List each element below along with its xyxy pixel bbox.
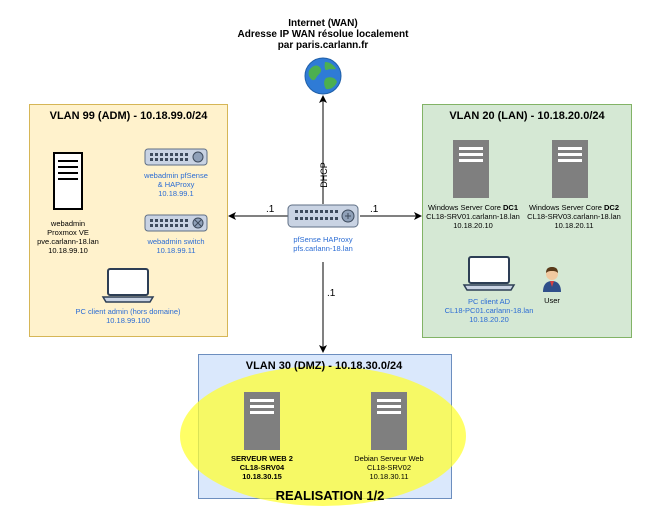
pc-ad-line2: CL18-PC01.carlann-18.lan: [444, 306, 534, 315]
dc1-label: Windows Server Core DC1 CL18-SRV01.carla…: [421, 203, 525, 230]
dc2-name: DC2: [604, 203, 620, 212]
dhcp-label: DHCP: [319, 162, 329, 188]
pfsense-admin-label: webadmin pfSense & HAProxy 10.18.99.1: [128, 171, 224, 198]
link-left-label: .1: [266, 204, 275, 215]
dc1-line2: CL18-SRV01.carlann-18.lan: [426, 212, 520, 221]
router-label: pfSense HAProxy pfs.carlann-18.lan: [266, 235, 380, 253]
web2-line1: SERVEUR WEB 2: [231, 454, 293, 463]
pfsense-admin-line2: & HAProxy: [157, 180, 195, 189]
router-line1: pfSense HAProxy: [293, 235, 353, 244]
internet-label: Internet (WAN) Adresse IP WAN résolue lo…: [200, 18, 446, 51]
internet-line2: Adresse IP WAN résolue localement: [237, 29, 409, 40]
realisation-highlight: [180, 366, 466, 506]
server-icon: [371, 392, 407, 450]
server-icon: [453, 140, 489, 198]
dc2-line1: Windows Server Core DC2: [522, 203, 626, 212]
pc-admin-line1: PC client admin (hors domaine): [75, 307, 181, 316]
switch-admin-label: webadmin switch 10.18.99.11: [128, 237, 224, 255]
vlan30-title: VLAN 30 (DMZ) - 10.18.30.0/24: [245, 360, 403, 372]
globe-icon: [304, 57, 342, 95]
dc2-line2: CL18-SRV03.carlann-18.lan: [527, 212, 621, 221]
debian-line3: 10.18.30.11: [369, 472, 409, 481]
dc1-name: DC1: [503, 203, 519, 212]
proxmox-line1: webadmin: [50, 219, 86, 228]
dc2-line3: 10.18.20.11: [554, 221, 594, 230]
pc-admin-label: PC client admin (hors domaine) 10.18.99.…: [60, 307, 196, 325]
dc1-line3: 10.18.20.10: [453, 221, 493, 230]
dc2-prefix: Windows Server Core: [528, 203, 604, 212]
switch-admin-line1: webadmin switch: [147, 237, 205, 246]
proxmox-line3: pve.carlann-18.lan: [37, 237, 99, 246]
dc1-line1: Windows Server Core DC1: [421, 203, 525, 212]
user-icon: [543, 267, 561, 292]
pc-admin-line2: 10.18.99.100: [106, 316, 150, 325]
laptop-icon: [101, 268, 155, 303]
web2-label: SERVEUR WEB 2 CL18-SRV04 10.18.30.15: [212, 454, 312, 481]
proxmox-label: webadmin Proxmox VE pve.carlann-18.lan 1…: [28, 219, 108, 255]
pfsense-admin-line3: 10.18.99.1: [158, 189, 194, 198]
internet-line3: par paris.carlann.fr: [277, 40, 369, 51]
web2-line2: CL18-SRV04: [239, 463, 285, 472]
router-icon: [144, 148, 208, 166]
vlan20-title: VLAN 20 (LAN) - 10.18.20.0/24: [449, 110, 605, 122]
debian-line1: Debian Serveur Web: [354, 454, 424, 463]
router-line2: pfs.carlann-18.lan: [293, 244, 353, 253]
switch-icon: [144, 214, 208, 232]
router-icon: [287, 204, 359, 228]
link-right-label: .1: [370, 204, 379, 215]
debian-line2: CL18-SRV02: [366, 463, 412, 472]
switch-admin-line2: 10.18.99.11: [156, 246, 196, 255]
proxmox-line4: 10.18.99.10: [48, 246, 88, 255]
vlan99-title: VLAN 99 (ADM) - 10.18.99.0/24: [49, 110, 208, 122]
user-label: User: [544, 296, 560, 305]
web2-line3: 10.18.30.15: [242, 472, 282, 481]
dc1-prefix: Windows Server Core: [427, 203, 503, 212]
pc-ad-label: PC client AD CL18-PC01.carlann-18.lan 10…: [436, 297, 542, 324]
realisation-label: REALISATION 1/2: [275, 488, 385, 503]
pc-ad-line1: PC client AD: [467, 297, 511, 306]
server-icon: [53, 152, 83, 210]
proxmox-line2: Proxmox VE: [47, 228, 89, 237]
server-icon: [552, 140, 588, 198]
laptop-icon: [462, 256, 516, 291]
dc2-label: Windows Server Core DC2 CL18-SRV03.carla…: [522, 203, 626, 230]
link-down-label: .1: [327, 288, 336, 299]
internet-line1: Internet (WAN): [288, 18, 358, 29]
pfsense-admin-line1: webadmin pfSense: [144, 171, 208, 180]
debian-label: Debian Serveur Web CL18-SRV02 10.18.30.1…: [339, 454, 439, 481]
pc-ad-line3: 10.18.20.20: [469, 315, 509, 324]
server-icon: [244, 392, 280, 450]
